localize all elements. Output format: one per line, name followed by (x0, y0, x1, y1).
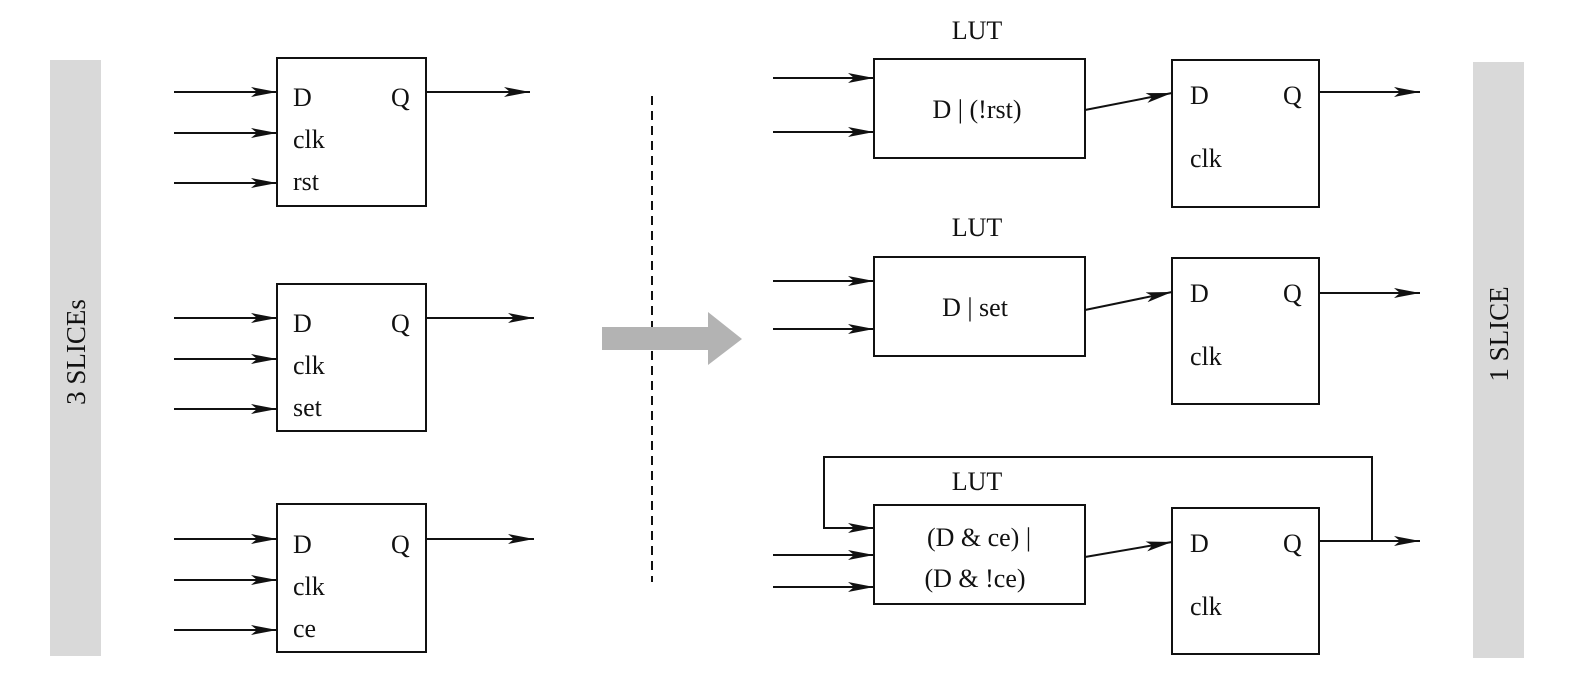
port-set: set (293, 393, 323, 422)
port-d: D (293, 309, 312, 338)
port-rst: rst (293, 167, 320, 196)
port-q: Q (391, 530, 410, 559)
lut-function-line-1: (D & ce) | (927, 523, 1031, 552)
lut-function: D | (!rst) (933, 95, 1022, 124)
transform-arrow (602, 312, 742, 365)
lut-title: LUT (952, 16, 1003, 45)
lut-ce: LUT (D & ce) | (D & !ce) (773, 467, 1086, 605)
port-clk: clk (1190, 592, 1222, 621)
port-d: D (293, 530, 312, 559)
lut-title: LUT (952, 467, 1003, 496)
port-clk: clk (293, 125, 325, 154)
port-clk: clk (1190, 342, 1222, 371)
merged-flipflop-3: D Q clk (1171, 507, 1420, 655)
lut-function: D | set (942, 293, 1009, 322)
port-q: Q (391, 83, 410, 112)
port-q: Q (1283, 529, 1302, 558)
port-ce: ce (293, 614, 316, 643)
flipflop-ce: D clk ce Q (174, 503, 534, 653)
port-clk: clk (1190, 144, 1222, 173)
feedback-wire (823, 456, 1373, 540)
lut-set: LUT D | set (773, 213, 1086, 357)
right-slice-label: 1 SLICE (1484, 286, 1514, 381)
port-d: D (293, 83, 312, 112)
flipflop-rst: D clk rst Q (174, 57, 530, 207)
port-q: Q (1283, 279, 1302, 308)
right-slice-bar (1473, 62, 1524, 658)
lut-rst: LUT D | (!rst) (773, 16, 1086, 159)
lut-function-line-2: (D & !ce) (924, 564, 1025, 593)
port-d: D (1190, 529, 1209, 558)
lut-to-ff-wire (1084, 541, 1173, 558)
merged-flipflop-2: D Q clk (1171, 257, 1420, 405)
left-slice-label: 3 SLICEs (61, 299, 91, 405)
port-q: Q (391, 309, 410, 338)
port-q: Q (1283, 81, 1302, 110)
port-d: D (1190, 81, 1209, 110)
port-clk: clk (293, 351, 325, 380)
port-d: D (1190, 279, 1209, 308)
lut-to-ff-wire (1084, 92, 1173, 111)
port-clk: clk (293, 572, 325, 601)
merged-flipflop-1: D Q clk (1171, 59, 1420, 208)
left-slice-bar (50, 60, 101, 656)
flipflop-set: D clk set Q (174, 283, 534, 432)
lut-to-ff-wire (1084, 291, 1173, 311)
lut-title: LUT (952, 213, 1003, 242)
